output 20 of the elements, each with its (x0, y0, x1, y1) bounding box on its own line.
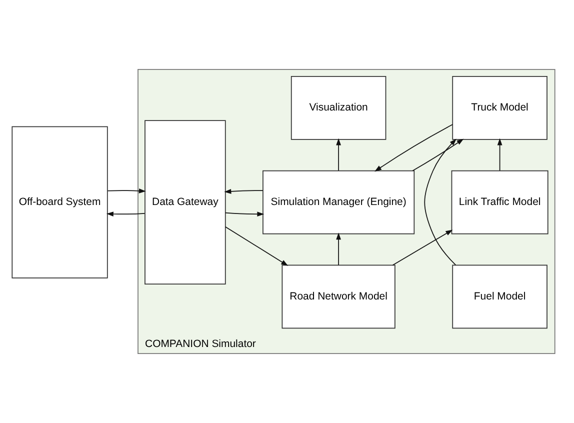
arrow (336, 138, 342, 172)
arrow (424, 138, 457, 266)
node-box: Link Traffic Model (451, 170, 548, 234)
arrow (106, 212, 146, 216)
arrow (392, 230, 453, 266)
arrow (412, 138, 464, 172)
node-box: Truck Model (452, 76, 548, 140)
arrow (374, 124, 453, 172)
node-box: Visualization (290, 76, 386, 140)
arrow (225, 226, 288, 266)
arrow (225, 212, 264, 217)
arrow (224, 188, 264, 194)
node-box: Road Network Model (282, 264, 396, 329)
arrow (497, 138, 502, 172)
node-box: Data Gateway (144, 120, 226, 284)
node-box: Off-board System (12, 126, 108, 278)
node-box: Fuel Model (452, 264, 548, 329)
arrow (336, 232, 342, 266)
node-box: Simulation Manager (Engine) (262, 170, 415, 234)
arrow (107, 188, 146, 194)
